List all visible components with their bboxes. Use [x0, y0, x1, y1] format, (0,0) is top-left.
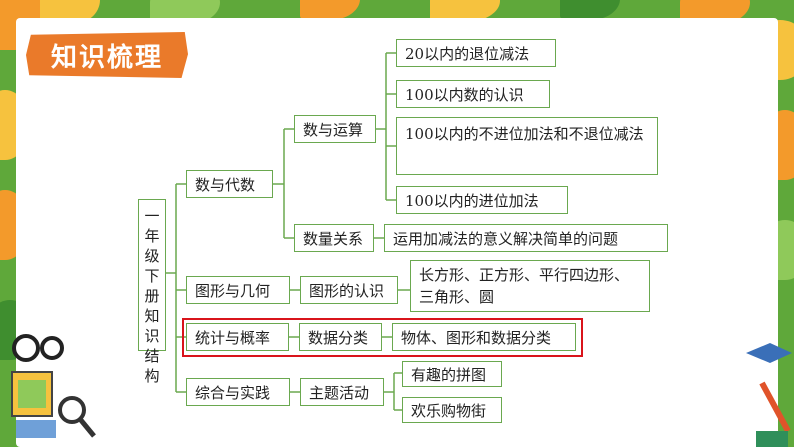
- branch-number-algebra: 数与代数: [186, 170, 273, 198]
- leaf-fun-puzzle: 有趣的拼图: [402, 361, 502, 387]
- leaf-shopping-street: 欢乐购物街: [402, 397, 502, 423]
- root-node: 一年级下册知识结构: [138, 199, 166, 385]
- highlight-frame: [182, 318, 583, 357]
- glasses-and-books-icon: [11, 334, 64, 438]
- leaf-subtraction-within-20: 20以内的退位减法: [396, 39, 556, 67]
- branch-practice: 综合与实践: [186, 378, 290, 406]
- node-number-operation: 数与运算: [294, 115, 376, 143]
- graduation-cap-icon: [746, 343, 792, 447]
- page-title: 知识梳理: [26, 32, 188, 78]
- leaf-solve-problems: 运用加减法的意义解决简单的问题: [384, 224, 668, 252]
- leaf-shapes-list: 长方形、正方形、平行四边形、三角形、圆: [410, 260, 650, 312]
- leaf-add-subtract-no-carry: 100以内的不进位加法和不退位减法: [396, 117, 658, 175]
- leaf-numbers-within-100: 100以内数的认识: [396, 80, 550, 108]
- branch-statistics: 统计与概率: [186, 323, 289, 351]
- node-theme-activity: 主题活动: [300, 378, 384, 406]
- leaf-classify-objects: 物体、图形和数据分类: [392, 323, 576, 351]
- branch-geometry: 图形与几何: [186, 276, 290, 304]
- magnifier-icon: [58, 396, 96, 438]
- node-quantity-relation: 数量关系: [294, 224, 374, 252]
- node-shape-recognition: 图形的认识: [300, 276, 398, 304]
- node-data-classification: 数据分类: [299, 323, 382, 351]
- leaf-addition-with-carry: 100以内的进位加法: [396, 186, 568, 214]
